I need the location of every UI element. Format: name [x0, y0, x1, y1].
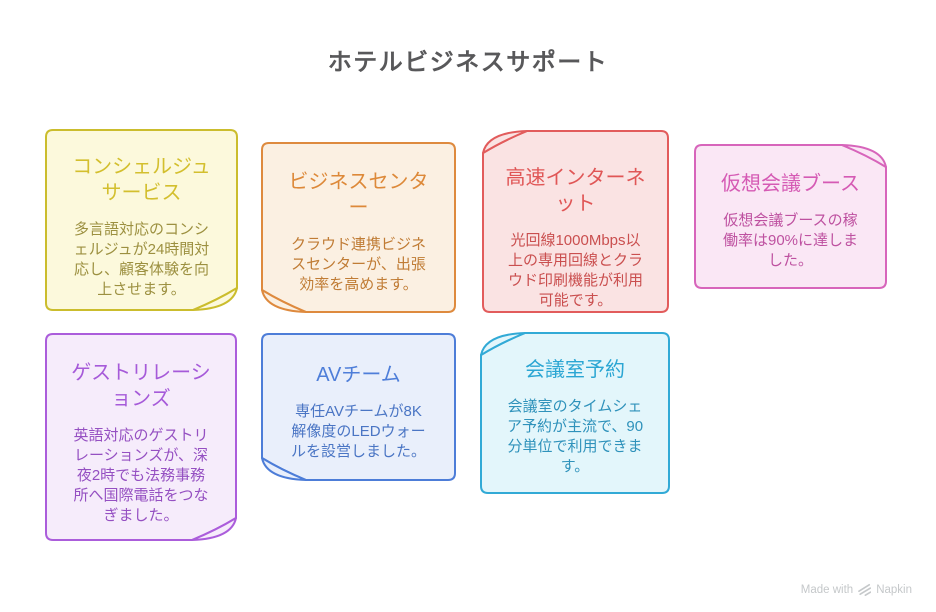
note-body: 会議室のタイムシェ ア予約が主流で、90 分単位で利用できま す。	[506, 398, 644, 475]
note-title: コンシェルジュ サービス	[72, 156, 211, 204]
note-body: 専任AVチームが8K 解像度のLEDウォー ルを設営しました。	[290, 403, 426, 460]
page-curl	[191, 517, 237, 541]
page-curl	[480, 332, 526, 356]
sticky-note-shape	[45, 333, 237, 541]
note-card-guest-relations[interactable]: ゲストリレーシ ョンズ英語対応のゲストリ レーションズが、深 夜2時でも法務事務…	[45, 333, 237, 541]
sticky-note-shape	[694, 144, 887, 289]
note-title: 高速インターネ ット	[505, 167, 646, 215]
page-curl	[841, 144, 887, 168]
note-title: 仮想会議ブース	[721, 173, 860, 195]
note-body: クラウド連携ビジネ スセンターが、出張 効率を高めます。	[290, 236, 426, 293]
note-title: ビジネスセンタ ー	[288, 171, 429, 219]
note-title: ゲストリレーシ ョンズ	[71, 362, 211, 410]
note-body: 仮想会議ブースの稼 働率は90%に達しま した。	[722, 212, 859, 269]
note-card-virtual-meeting-booth[interactable]: 仮想会議ブース仮想会議ブースの稼 働率は90%に達しま した。	[694, 144, 887, 289]
sticky-note-shape	[480, 332, 670, 494]
page-curl	[482, 130, 528, 154]
page-curl	[261, 289, 307, 313]
napkin-logo-icon	[858, 583, 872, 596]
watermark-brand: Napkin	[876, 583, 912, 596]
sticky-note-shape	[261, 333, 456, 481]
note-card-concierge-service[interactable]: コンシェルジュ サービス多言語対応のコンシ ェルジュが24時間対 応し、顧客体験…	[45, 129, 238, 311]
note-body: 英語対応のゲストリ レーションズが、深 夜2時でも法務事務 所へ国際電話をつな …	[73, 427, 209, 524]
watermark-text: Made with	[800, 583, 854, 596]
note-card-business-center[interactable]: ビジネスセンタ ークラウド連携ビジネ スセンターが、出張 効率を高めます。	[261, 142, 456, 313]
note-card-av-team[interactable]: AVチーム専任AVチームが8K 解像度のLEDウォー ルを設営しました。	[261, 333, 456, 481]
note-body: 多言語対応のコンシ ェルジュが24時間対 応し、顧客体験を向 上させます。	[73, 221, 210, 298]
note-title: 会議室予約	[525, 359, 625, 381]
napkin-watermark[interactable]: Made with Napkin	[801, 583, 912, 596]
sticky-note-shape	[261, 142, 456, 313]
page-curl	[261, 457, 307, 481]
note-card-meeting-room-booking[interactable]: 会議室予約会議室のタイムシェ ア予約が主流で、90 分単位で利用できま す。	[480, 332, 670, 494]
note-body: 光回線1000Mbps以 上の専用回線とクラ ウド印刷機能が利用 可能です。	[507, 232, 643, 309]
sticky-note-shape	[45, 129, 238, 311]
page-title: ホテルビジネスサポート	[327, 49, 609, 76]
sticky-note-shape	[482, 130, 669, 313]
page-curl	[192, 287, 238, 311]
note-card-high-speed-internet[interactable]: 高速インターネ ット光回線1000Mbps以 上の専用回線とクラ ウド印刷機能が…	[482, 130, 669, 313]
note-title: AVチーム	[316, 364, 401, 386]
